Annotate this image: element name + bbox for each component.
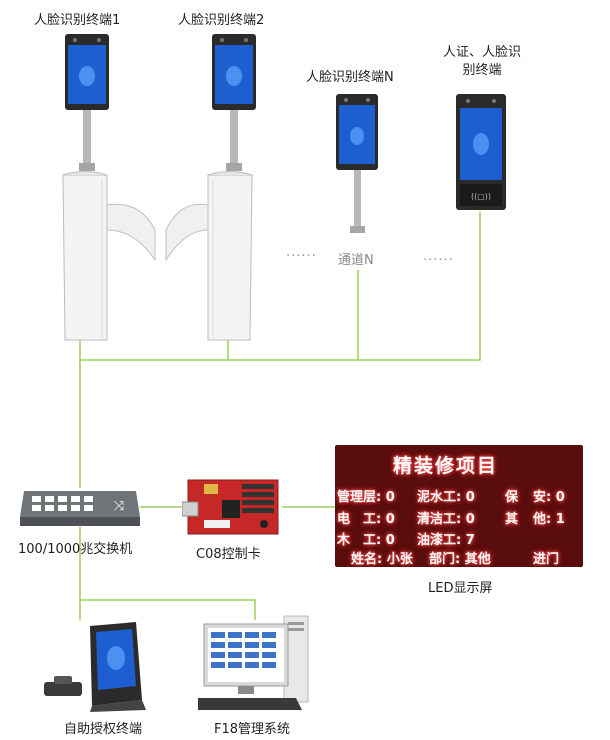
ellipsis-right: ······ — [423, 253, 454, 268]
face-terminal-1-turnstile — [62, 34, 156, 341]
id-face-terminal-label-line2: 别终端 — [462, 63, 502, 78]
terminal-1-label: 人脸识别终端1 — [34, 13, 121, 28]
c08-control-card — [182, 479, 279, 535]
led-label: LED显示屏 — [428, 581, 493, 596]
led-row1-cell-1: 管理层: 0 — [337, 490, 395, 505]
led-row2-cell-3: 其 — [505, 512, 519, 527]
f18-management-pc — [198, 615, 309, 710]
led-row2-cell-4: 他: 1 — [533, 512, 565, 527]
kiosk-label: 自助授权终端 — [64, 722, 143, 737]
led-title: 精装修项目 — [393, 455, 499, 477]
led-row4-cell-3: 进门 — [533, 552, 560, 567]
led-row2-cell-2: 清洁工: 0 — [417, 512, 475, 527]
id-face-terminal-label: 人证、人脸识 别终端 — [432, 44, 532, 80]
id-face-terminal: ((▢)) — [456, 94, 506, 210]
terminal-n-label: 人脸识别终端N — [306, 70, 394, 85]
led-row4-cell-2: 部门: 其他 — [429, 552, 491, 567]
self-service-kiosk — [44, 622, 146, 712]
svg-text:((▢)): ((▢)) — [471, 192, 491, 201]
led-row2-cell-1: 电 工: 0 — [337, 512, 395, 527]
id-face-terminal-label-line1: 人证、人脸识 — [442, 45, 521, 60]
controller-label: C08控制卡 — [196, 547, 261, 562]
ellipsis-left: ······ — [286, 249, 317, 264]
switch-label: 100/1000兆交换机 — [18, 542, 133, 557]
led-row4-cell-1: 姓名: 小张 — [351, 552, 413, 567]
led-row1-cell-2: 泥水工: 0 — [417, 490, 475, 505]
network-switch: ⤨ — [20, 491, 140, 526]
led-row3-cell-2: 油漆工: 7 — [417, 533, 475, 548]
led-row1-cell-3: 保 — [505, 490, 519, 505]
face-terminal-2-turnstile — [165, 34, 256, 341]
led-row1-cell-4: 安: 0 — [533, 490, 565, 505]
svg-text:⤨: ⤨ — [114, 499, 125, 514]
terminal-2-label: 人脸识别终端2 — [178, 13, 265, 28]
led-display-screen: 精装修项目 管理层: 0 泥水工: 0 保 安: 0 电 工: 0 清洁工: 0… — [335, 445, 583, 567]
led-row3-cell-1: 木 工: 0 — [337, 533, 395, 548]
face-terminal-n — [336, 94, 378, 233]
channel-n-label: 通道N — [338, 253, 374, 268]
system-label: F18管理系统 — [214, 722, 291, 737]
